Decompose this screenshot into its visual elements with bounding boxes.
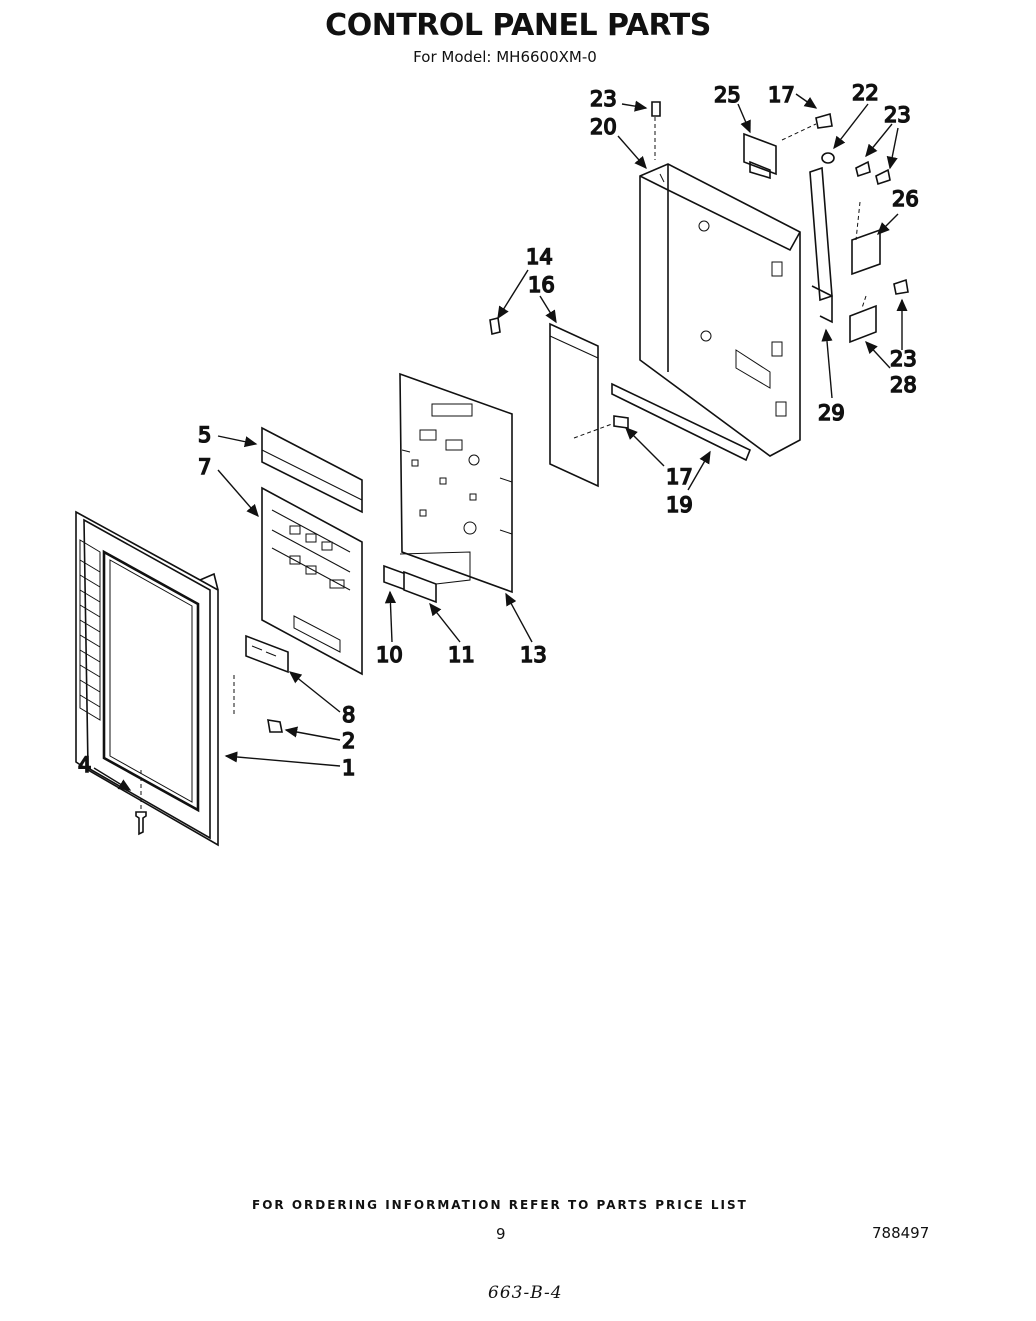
page-title: CONTROL PANEL PARTS (325, 8, 711, 43)
callout-16: 16 (528, 273, 555, 297)
callout-19: 19 (666, 493, 693, 517)
keypad-grille (79, 539, 101, 721)
callout-29: 29 (818, 401, 845, 425)
callout-20: 20 (590, 115, 617, 139)
switch-part-8 (245, 634, 289, 674)
shield-plate-part-16 (549, 322, 599, 488)
callout-7: 7 (198, 455, 211, 479)
callout-13: 13 (520, 643, 547, 667)
control-housing-part-20 (639, 110, 801, 457)
callout-1: 1 (342, 756, 355, 780)
screw-part-23-right-b (875, 168, 891, 186)
callout-5: 5 (198, 423, 211, 447)
control-panel-frame (75, 510, 219, 847)
strip-part-19 (611, 382, 752, 462)
circuit-board-part-13 (399, 372, 513, 594)
callout-26: 26 (892, 187, 919, 211)
screw-part-23-lower (893, 278, 909, 295)
grommet-part-22 (821, 152, 835, 164)
callout-22: 22 (852, 81, 879, 105)
callout-17-lower: 17 (666, 465, 693, 489)
callout-23-top: 23 (590, 87, 617, 111)
screw-part-23-right-a (855, 160, 871, 178)
callout-11: 11 (448, 643, 475, 667)
callout-2: 2 (342, 729, 355, 753)
screw-part-17-top (815, 112, 833, 129)
page-number: 9 (496, 1225, 506, 1243)
relay-part-10 (383, 564, 407, 592)
fuse-holder-part-28 (849, 295, 877, 344)
model-subtitle: For Model: MH6600XM-0 (413, 48, 597, 66)
relay-part-11 (399, 551, 471, 604)
screw-part-17-lower (613, 415, 629, 429)
callout-28: 28 (890, 373, 917, 397)
membrane-keypad-part-7 (261, 486, 363, 676)
terminal-block-part-26 (851, 201, 881, 276)
callout-10: 10 (376, 643, 403, 667)
callout-14: 14 (526, 245, 553, 269)
callout-25: 25 (714, 83, 741, 107)
screw-part-2 (267, 719, 283, 733)
callout-8: 8 (342, 703, 355, 727)
ordering-note: FOR ORDERING INFORMATION REFER TO PARTS … (252, 1198, 748, 1212)
overlay-strip-part-5 (261, 426, 363, 514)
screw-part-4 (135, 770, 147, 836)
leader-lines (93, 93, 908, 791)
bracket-part-29 (809, 166, 833, 302)
screw-part-23-top (651, 101, 661, 117)
document-number: 788497 (872, 1224, 930, 1242)
callout-23-lower: 23 (890, 347, 917, 371)
thermal-cutout-part-25 (743, 132, 777, 180)
callout-4: 4 (78, 753, 91, 777)
callout-23-right: 23 (884, 103, 911, 127)
clip-part-14 (489, 317, 501, 335)
callout-17-top: 17 (768, 83, 795, 107)
handwritten-note: 663-B-4 (488, 1283, 563, 1303)
